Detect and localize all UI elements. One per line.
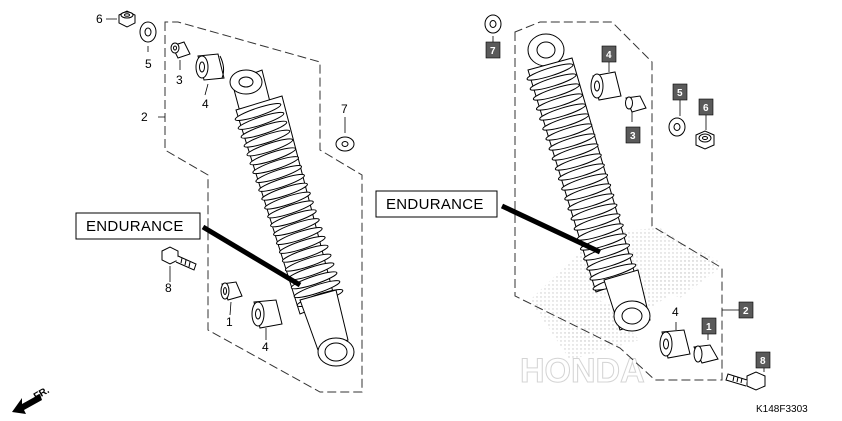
spring-coil bbox=[281, 244, 329, 263]
right-bushing-top-part bbox=[590, 71, 622, 101]
label-2: 2 bbox=[141, 110, 148, 124]
spring-coil bbox=[548, 133, 596, 151]
box-label-1: 1 bbox=[706, 322, 712, 333]
right-washer-top-part bbox=[484, 14, 502, 34]
box-label-5: 5 bbox=[677, 88, 683, 99]
spring-coil bbox=[240, 120, 288, 139]
left-collar-top-part bbox=[170, 41, 191, 59]
spring-coil bbox=[261, 182, 308, 201]
spring-coil bbox=[586, 253, 634, 271]
diagram-code: K148F3303 bbox=[756, 404, 808, 415]
box-label-6: 6 bbox=[703, 103, 709, 114]
spring-coil bbox=[526, 63, 574, 81]
right-assembly-outline bbox=[514, 21, 723, 381]
spring-coil bbox=[293, 280, 341, 299]
spring-coil bbox=[246, 138, 294, 157]
label-4-top: 4 bbox=[202, 97, 209, 111]
spring-coil bbox=[535, 93, 583, 111]
spring-coil bbox=[545, 123, 593, 141]
box-label-8: 8 bbox=[760, 356, 766, 367]
label-5: 5 bbox=[145, 57, 152, 71]
spring-coil bbox=[532, 83, 580, 101]
right-bushing-bottom-part bbox=[659, 329, 691, 359]
front-direction-indicator: FR. bbox=[12, 385, 52, 414]
right-shock-absorber bbox=[526, 33, 651, 332]
label-8: 8 bbox=[165, 281, 172, 295]
spring-coil bbox=[539, 103, 587, 121]
left-endurance-label: ENDURANCE bbox=[86, 218, 184, 235]
spring-coil bbox=[564, 183, 612, 201]
right-washer-part bbox=[668, 117, 686, 137]
spring-coil bbox=[255, 165, 303, 183]
spring-coil bbox=[554, 153, 602, 171]
right-nut-part bbox=[695, 130, 715, 150]
spring-coil bbox=[273, 218, 320, 237]
spring-coil bbox=[542, 113, 590, 131]
right-bolt-part bbox=[725, 371, 766, 391]
label-3: 3 bbox=[176, 73, 183, 87]
box-label-3: 3 bbox=[630, 131, 636, 142]
spring-coil bbox=[583, 243, 631, 261]
spring-coil bbox=[258, 173, 305, 192]
spring-coil bbox=[278, 235, 326, 254]
spring-coil bbox=[551, 143, 599, 161]
spring-coil bbox=[264, 191, 311, 210]
right-endurance-callout: ENDURANCE bbox=[375, 190, 498, 218]
spring-coil bbox=[237, 111, 285, 130]
left-bushing-top-part bbox=[195, 53, 225, 81]
front-arrow-icon bbox=[12, 394, 42, 414]
label-1: 1 bbox=[226, 315, 233, 329]
spring-coil bbox=[243, 129, 291, 148]
spring-coil bbox=[270, 209, 317, 228]
spring-coil bbox=[284, 253, 332, 272]
spring-coil bbox=[252, 156, 300, 175]
right-collar-bottom-part bbox=[693, 344, 719, 364]
left-endurance-callout: ENDURANCE bbox=[75, 212, 201, 240]
right-collar-top-part bbox=[625, 95, 647, 113]
spring-coil bbox=[557, 163, 605, 181]
left-nut-part bbox=[118, 10, 136, 28]
spring-coil bbox=[234, 103, 282, 121]
left-bushing-bottom-part bbox=[251, 299, 283, 329]
label-4-right: 4 bbox=[672, 305, 679, 319]
front-label: FR. bbox=[32, 385, 52, 403]
left-washer-small-part bbox=[335, 136, 355, 152]
spring-coil bbox=[529, 73, 577, 91]
right-endurance-label: ENDURANCE bbox=[386, 196, 484, 213]
spring-coil bbox=[249, 147, 297, 166]
spring-coil bbox=[567, 193, 615, 211]
spring-coil bbox=[290, 271, 338, 290]
left-washer-part bbox=[139, 21, 157, 43]
spring-coil bbox=[267, 200, 314, 219]
spring-coil bbox=[589, 263, 637, 281]
label-4-bottom: 4 bbox=[262, 340, 269, 354]
left-bolt-part bbox=[161, 246, 197, 271]
label-6: 6 bbox=[96, 12, 103, 26]
box-label-2: 2 bbox=[743, 306, 749, 317]
left-shock-absorber bbox=[229, 69, 355, 367]
spring-coil bbox=[561, 173, 609, 191]
left-collar-bottom-part bbox=[220, 281, 243, 301]
spring-coil bbox=[573, 213, 621, 231]
left-assembly-outline bbox=[164, 21, 363, 393]
spring-coil bbox=[570, 203, 618, 221]
box-label-4: 4 bbox=[606, 50, 612, 61]
label-7: 7 bbox=[341, 102, 348, 116]
box-label-7: 7 bbox=[490, 46, 496, 57]
left-labels: 6 5 3 4 2 7 8 1 4 bbox=[96, 12, 348, 354]
right-assembly bbox=[484, 14, 766, 391]
right-boxed-labels: 7 4 3 5 6 2 1 8 4 bbox=[485, 41, 771, 369]
watermark-text: HONDA bbox=[520, 352, 645, 390]
left-assembly bbox=[106, 10, 363, 393]
spring-coil bbox=[275, 227, 323, 245]
